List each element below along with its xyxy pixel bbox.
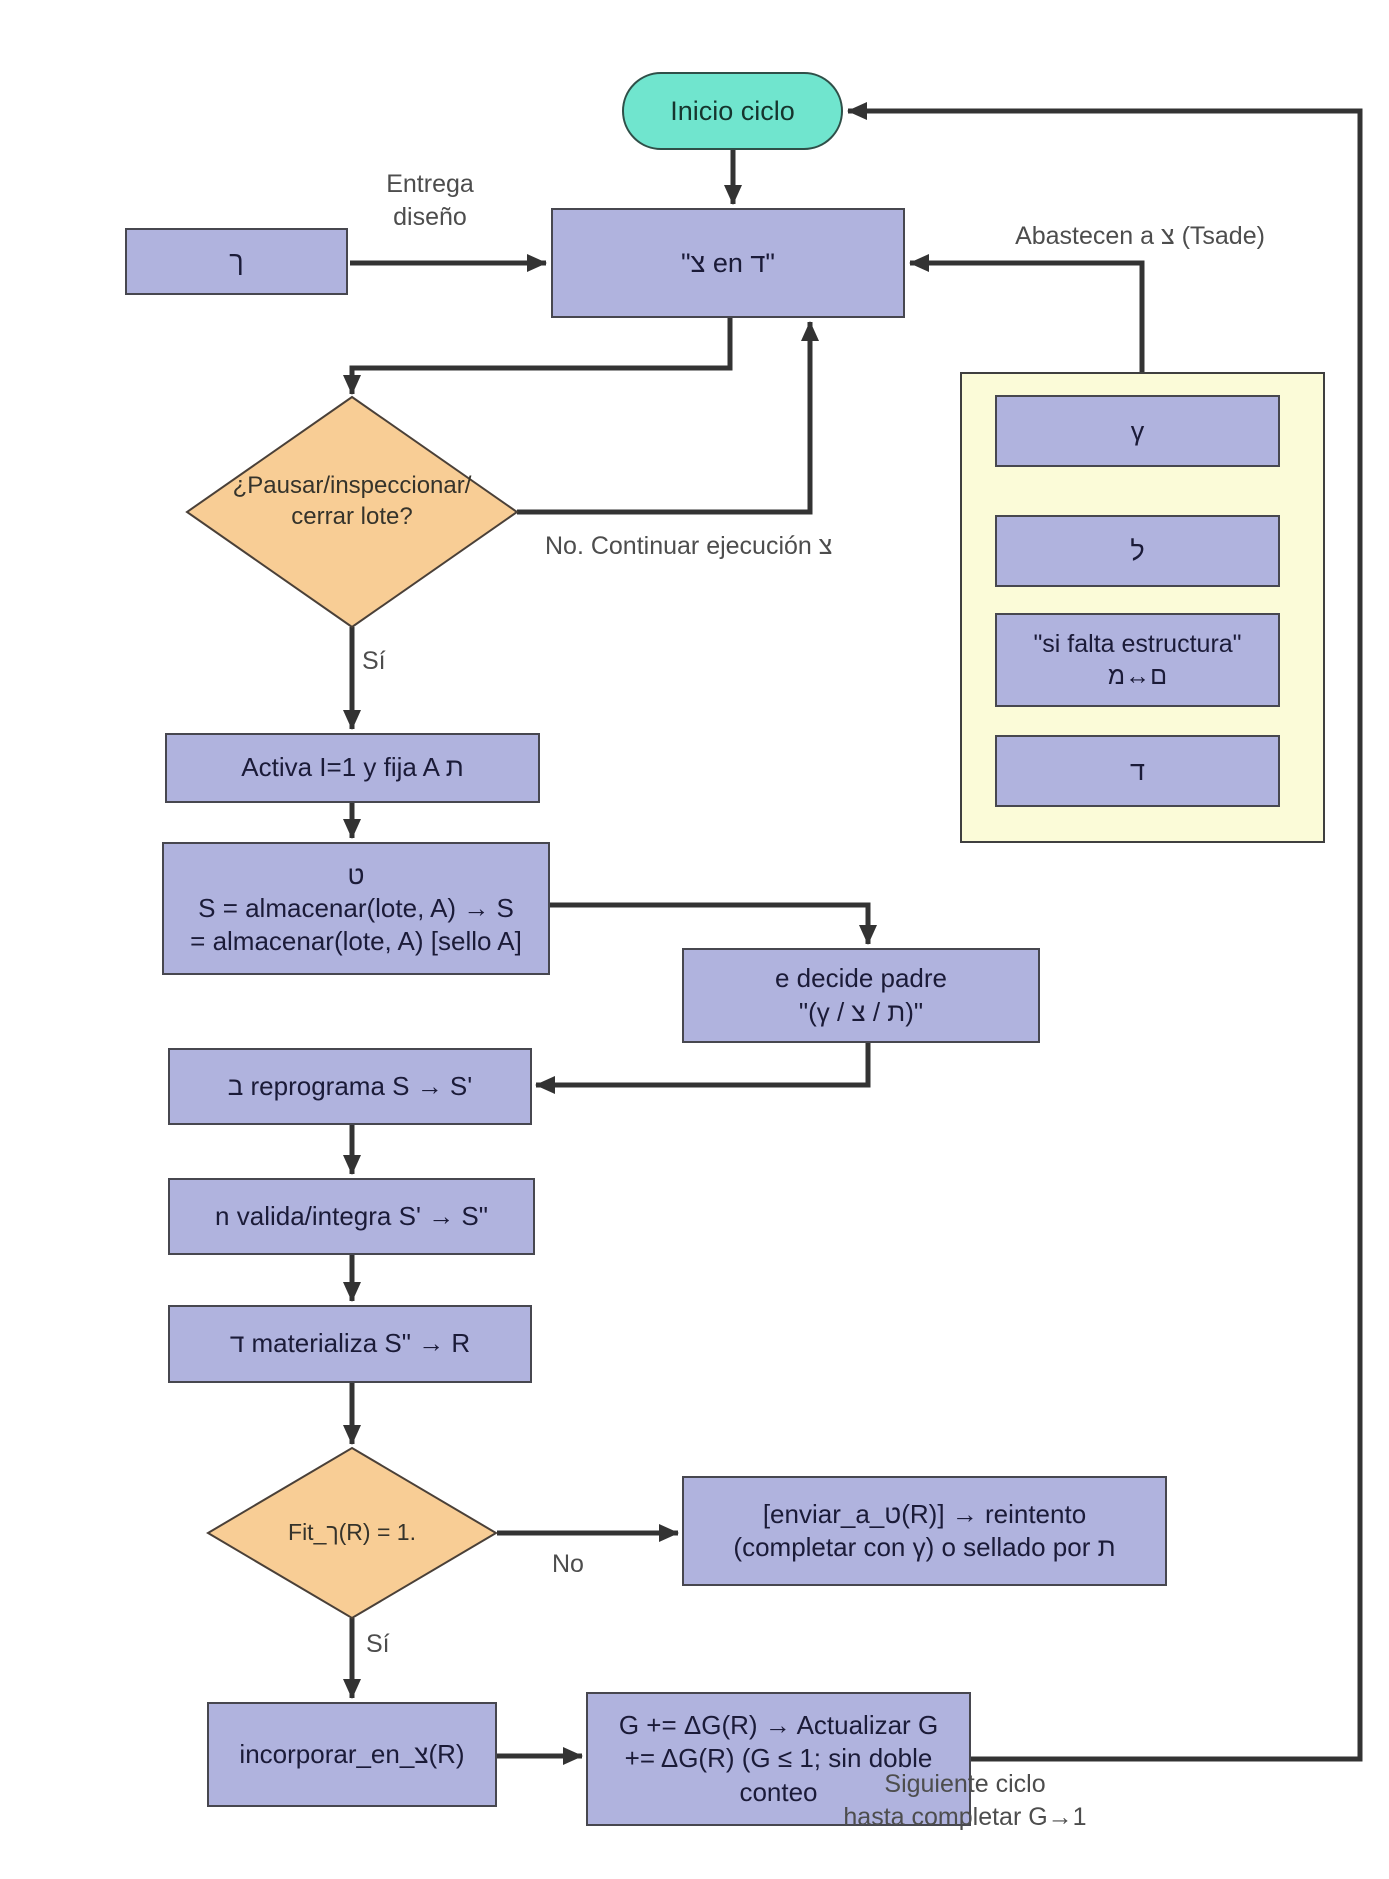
materializa-box: ד materializa S" → R [168, 1305, 532, 1383]
edge-label-abastecen: Abastecen a צ (Tsade) [1015, 222, 1265, 250]
edge-label-siguiente: Siguiente ciclo hasta completar G→1 [843, 1770, 1087, 1831]
edge-hub-to-pausar [343, 318, 733, 395]
entrega-line-2: diseño [393, 202, 467, 231]
edge-label-no-2: No [552, 1550, 584, 1578]
decision-fit-label: Fit_ך(R) = 1. [288, 1519, 416, 1545]
decide-padre-box: e decide padre "(γ / צ / ת)" [682, 948, 1040, 1043]
hub-label: "צ en ד" [681, 247, 775, 278]
start-node: Inicio ciclo [622, 72, 843, 150]
edge-panel-to-hub [909, 254, 1145, 372]
edge-decide-to-reprograma [535, 1043, 871, 1094]
edge-no-continuar [517, 321, 819, 515]
supply-item-gamma: γ [995, 395, 1280, 467]
reprograma-box: ב reprograma S → S' [168, 1048, 532, 1125]
edge-loop-to-start [847, 102, 1363, 1762]
actualizar-box: G += ΔG(R) → Actualizar G += ΔG(R) (G ≤ … [586, 1692, 971, 1826]
valida-box: n valida/integra S' → S" [168, 1178, 535, 1255]
decision-pausar-shape [185, 395, 519, 629]
start-label: Inicio ciclo [670, 95, 795, 126]
edge-label-entrega: Entrega diseño [320, 168, 540, 233]
edge-almacenar-to-decide [550, 902, 877, 945]
decision-fit-shape [206, 1446, 498, 1620]
entrega-line-1: Entrega [386, 170, 474, 198]
activa-box: Activa I=1 y fija A ת [165, 733, 540, 803]
almacenar-box: ט S = almacenar(lote, A) → S = almacenar… [162, 842, 550, 975]
enviar-box: [enviar_a_ט(R)] → reintento (completar c… [682, 1476, 1167, 1586]
decision-pausar-label: ¿Pausar/inspeccionar/ cerrar lote? [232, 472, 472, 531]
edge-label-si-1: Sí [362, 647, 386, 675]
incorporar-box: incorporar_en_צ(R) [207, 1702, 497, 1807]
edge-label-no-continuar: No. Continuar ejecución צ [545, 532, 833, 560]
designer-box: ך [125, 228, 348, 295]
designer-label: ך [229, 246, 244, 277]
supply-item-estructura: "si falta estructura" מ↔ם [995, 613, 1280, 707]
supply-item-dalet: ד [995, 735, 1280, 807]
hub-node: "צ en ד" [551, 208, 905, 318]
supply-item-lamed: ל [995, 515, 1280, 587]
edge-label-si-2: Sí [366, 1630, 390, 1658]
